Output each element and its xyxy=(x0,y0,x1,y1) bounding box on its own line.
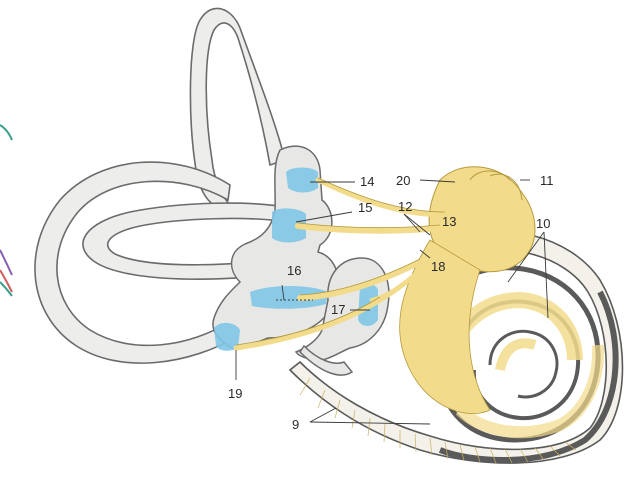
label-13: 13 xyxy=(442,214,456,229)
label-18: 18 xyxy=(431,259,445,274)
label-14: 14 xyxy=(360,174,374,189)
label-10: 10 xyxy=(536,216,550,231)
label-9: 9 xyxy=(292,417,299,432)
adjacent-figure-fragment xyxy=(0,125,12,296)
label-15: 15 xyxy=(358,200,372,215)
label-12: 12 xyxy=(398,199,412,214)
anterior-ampullary-crest xyxy=(286,168,318,193)
label-17: 17 xyxy=(331,302,345,317)
label-20: 20 xyxy=(396,173,410,188)
label-11: 11 xyxy=(540,173,554,188)
label-16: 16 xyxy=(287,263,301,278)
label-19: 19 xyxy=(228,386,242,401)
